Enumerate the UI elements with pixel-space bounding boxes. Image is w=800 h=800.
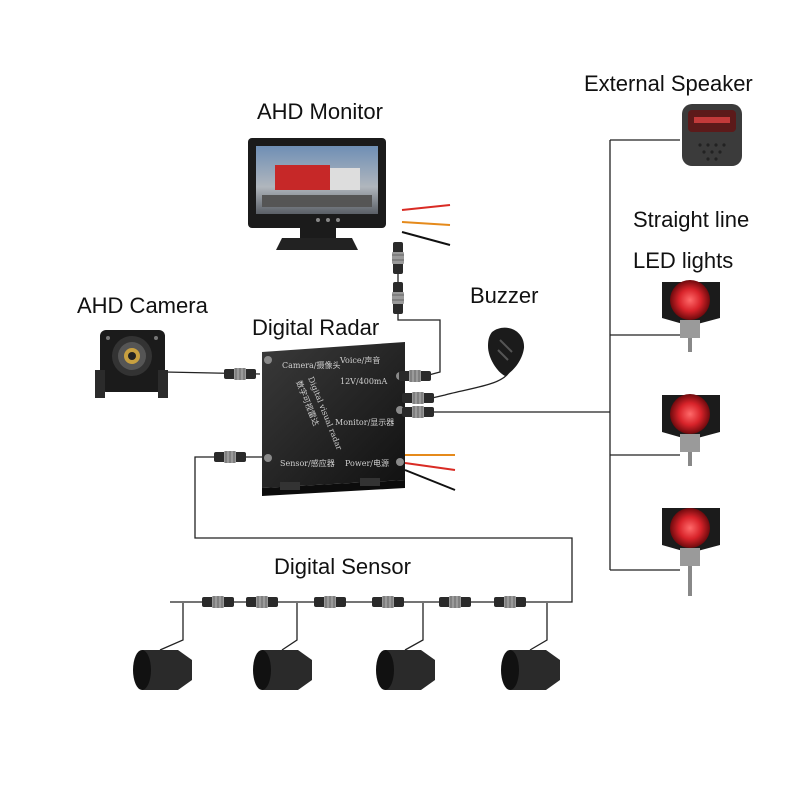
external-speaker-device	[682, 104, 742, 166]
radar-voice-port-label: Voice/声音	[339, 355, 380, 365]
led-light-2	[662, 394, 720, 466]
buzzer-device	[488, 327, 525, 376]
digital-sensor-3	[376, 650, 435, 690]
ahd-camera-label: AHD Camera	[77, 293, 208, 318]
radar-camera-port-label: Camera/摄像头	[282, 360, 341, 370]
ahd-monitor-label: AHD Monitor	[257, 99, 383, 124]
radar-monitor-port-label: Monitor/显示器	[335, 418, 394, 427]
led-light-1	[662, 280, 720, 352]
led-lights-label-line1: Straight line	[633, 207, 750, 232]
radar-rating-label: 12V/400mA	[340, 377, 388, 386]
digital-sensor-2	[253, 650, 312, 690]
digital-sensor-4	[501, 650, 560, 690]
external-speaker-label: External Speaker	[584, 71, 753, 96]
buzzer-label: Buzzer	[470, 283, 539, 308]
ahd-monitor-device	[248, 138, 386, 250]
led-lights-label-line2: LED lights	[633, 248, 734, 273]
ahd-camera-device	[95, 330, 168, 398]
digital-sensor-1	[133, 650, 192, 690]
radar-sensor-port-label: Sensor/感应器	[280, 458, 335, 468]
led-light-3	[662, 508, 720, 596]
digital-radar-label: Digital Radar	[252, 315, 380, 340]
digital-radar-device	[262, 342, 405, 496]
radar-power-port-label: Power/电源	[345, 458, 389, 468]
digital-sensor-label: Digital Sensor	[274, 554, 411, 579]
